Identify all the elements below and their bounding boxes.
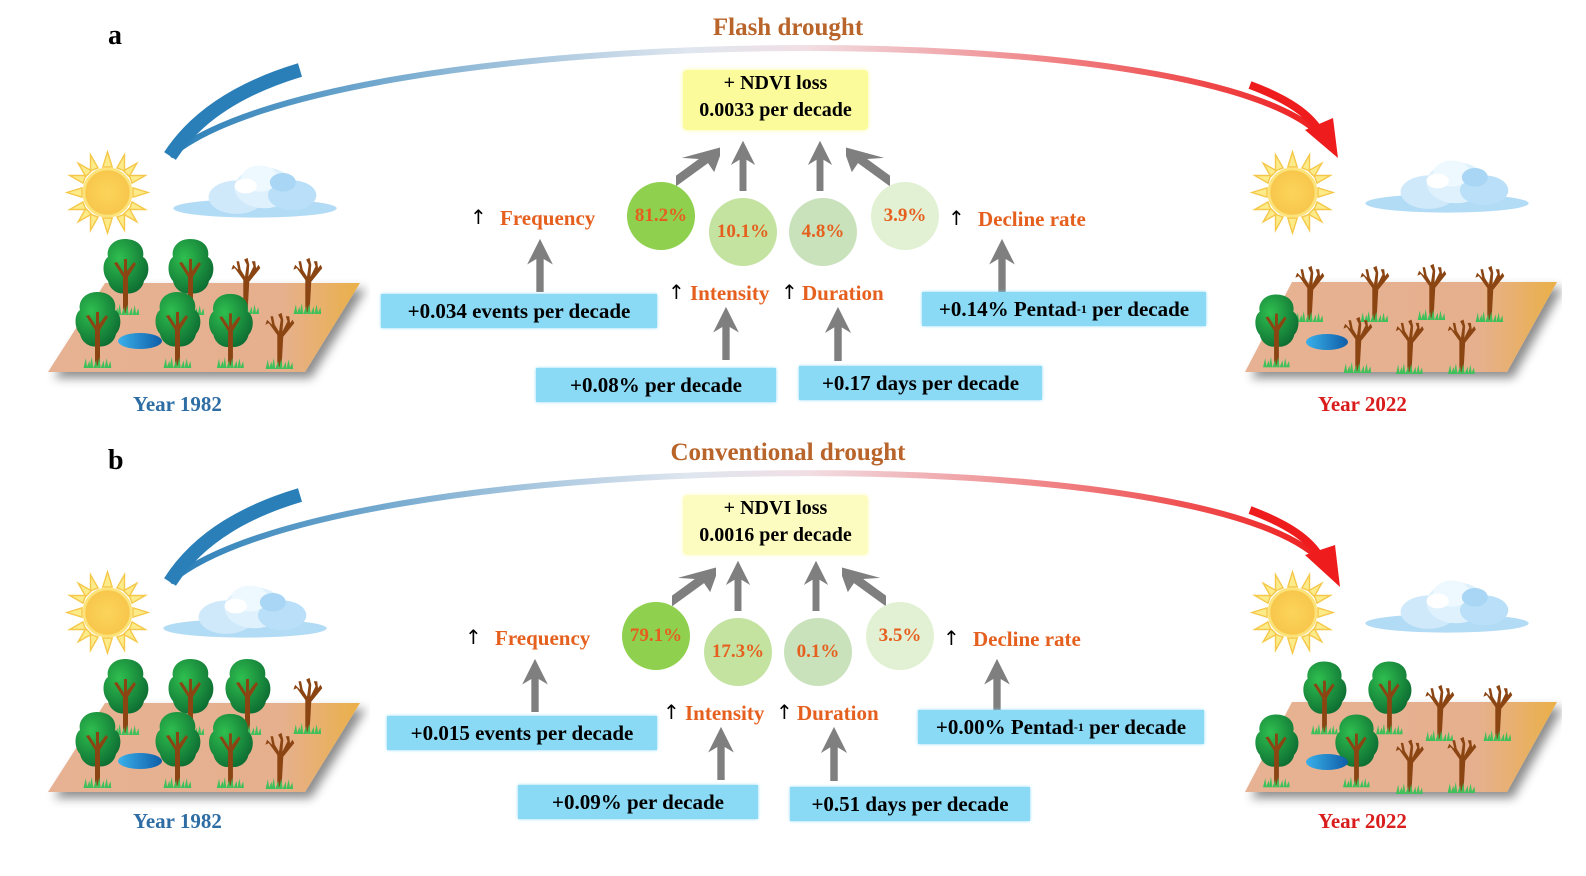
trend-decline-rate: +0.14% Pentad-1 per decade [922, 292, 1206, 326]
ndvi-loss-label: + NDVI loss [723, 72, 828, 94]
ndvi-loss-label: + NDVI loss [723, 497, 828, 519]
up-arrow-icon: ↑ [668, 280, 685, 304]
timeline-arc-arrow [164, 470, 1340, 587]
sun-icon [1250, 570, 1335, 655]
contribution-arrow-icon [803, 560, 829, 611]
trend-decline-rate-unit: per decade [1086, 296, 1190, 321]
panel-title: Flash drought [712, 14, 864, 41]
up-arrow-icon: ↑ [776, 700, 793, 724]
scene-year-start [48, 150, 360, 372]
trend-arrow-icon [820, 726, 848, 781]
pond-icon [118, 333, 162, 349]
start-year-label: Year 1982 [133, 392, 222, 416]
contribution-arrow-icon [725, 560, 751, 611]
arc-arrowhead-icon [1305, 545, 1340, 587]
ndvi-loss-box: + NDVI loss 0.0016 per decade [683, 495, 868, 555]
up-arrow-icon: ↑ [470, 205, 487, 229]
trend-arrow-icon [527, 238, 553, 292]
trend-decline-rate-unit: per decade [1083, 714, 1187, 739]
start-year-label: Year 1982 [133, 809, 222, 833]
trend-decline-rate: +0.00% Pentad-1 per decade [918, 710, 1204, 744]
contribution-arrow-icon [676, 140, 720, 190]
panel-letter: b [108, 445, 124, 476]
trend-duration: +0.51 days per decade [790, 787, 1030, 821]
trend-arrow-icon [984, 658, 1010, 712]
trend-frequency: +0.034 events per decade [381, 294, 657, 328]
cloud-icon [173, 165, 337, 218]
trend-arrow-icon [522, 658, 548, 712]
factor-intensity: Intensity [685, 701, 765, 725]
contribution-arrow-icon [842, 560, 886, 610]
trend-decline-rate-exponent: -1 [1073, 719, 1084, 734]
trend-duration: +0.17 days per decade [799, 366, 1042, 400]
ndvi-loss-box: + NDVI loss 0.0033 per decade [683, 70, 868, 130]
end-year-label: Year 2022 [1318, 809, 1407, 833]
trend-decline-rate-value: +0.14% Pentad [938, 296, 1077, 321]
contribution-decline-rate: 3.9% [871, 182, 939, 250]
timeline-arc-arrow [164, 45, 1338, 160]
factor-duration: Duration [797, 701, 879, 725]
factor-frequency: Frequency [500, 206, 596, 230]
trend-intensity: +0.08% per decade [536, 368, 776, 402]
contribution-frequency: 79.1% [622, 602, 690, 670]
end-year-label: Year 2022 [1318, 392, 1407, 416]
contribution-decline-rate: 3.5% [866, 602, 934, 670]
arc-arrowhead-icon [1305, 118, 1338, 158]
pond-icon [118, 753, 162, 769]
cloud-icon [163, 585, 327, 638]
trend-arrow-icon [824, 306, 852, 361]
ndvi-loss-value: 0.0033 per decade [699, 99, 852, 121]
pond-icon [1306, 334, 1348, 350]
contribution-intensity: 17.3% [704, 618, 772, 686]
contribution-duration: 4.8% [789, 198, 857, 266]
up-arrow-icon: ↑ [663, 700, 680, 724]
sun-icon [65, 570, 150, 655]
factor-frequency: Frequency [495, 626, 591, 650]
trend-decline-rate-value: +0.00% Pentad [935, 714, 1074, 739]
contribution-arrow-icon [672, 560, 716, 610]
trend-arrow-icon [713, 306, 739, 360]
sun-icon [65, 150, 150, 235]
ndvi-loss-value: 0.0016 per decade [699, 524, 852, 546]
panel-conventional-drought: b Conventional drought Year 1982 Year 20… [0, 425, 1586, 855]
factor-duration: Duration [802, 281, 884, 305]
contribution-frequency: 81.2% [627, 182, 695, 250]
contribution-arrow-icon [846, 140, 890, 190]
up-arrow-icon: ↑ [781, 280, 798, 304]
trend-arrow-icon [708, 726, 734, 780]
up-arrow-icon: ↑ [465, 625, 482, 649]
sun-icon [1250, 150, 1335, 235]
up-arrow-icon: ↑ [943, 626, 960, 650]
trend-arrow-icon [989, 238, 1015, 292]
up-arrow-icon: ↑ [948, 206, 965, 230]
cloud-icon [1365, 580, 1529, 633]
cloud-icon [1365, 160, 1529, 213]
trend-decline-rate-exponent: -1 [1076, 301, 1087, 316]
scene-year-end [1245, 150, 1557, 390]
panel-flash-drought: a Flash drought Year 1982 Year 2022 + ND… [0, 0, 1586, 430]
trend-frequency: +0.015 events per decade [387, 716, 657, 750]
contribution-arrow-icon [807, 140, 833, 191]
pond-icon [1306, 754, 1348, 770]
contribution-duration: 0.1% [784, 618, 852, 686]
panel-title: Conventional drought [670, 439, 906, 466]
scene-year-end [1245, 570, 1557, 810]
contribution-intensity: 10.1% [709, 198, 777, 266]
factor-decline-rate: Decline rate [978, 207, 1086, 231]
contribution-arrow-icon [730, 140, 756, 191]
factor-intensity: Intensity [690, 281, 770, 305]
panel-letter: a [108, 20, 122, 51]
factor-decline-rate: Decline rate [973, 627, 1081, 651]
scene-year-start [48, 570, 360, 792]
trend-intensity: +0.09% per decade [518, 785, 758, 819]
